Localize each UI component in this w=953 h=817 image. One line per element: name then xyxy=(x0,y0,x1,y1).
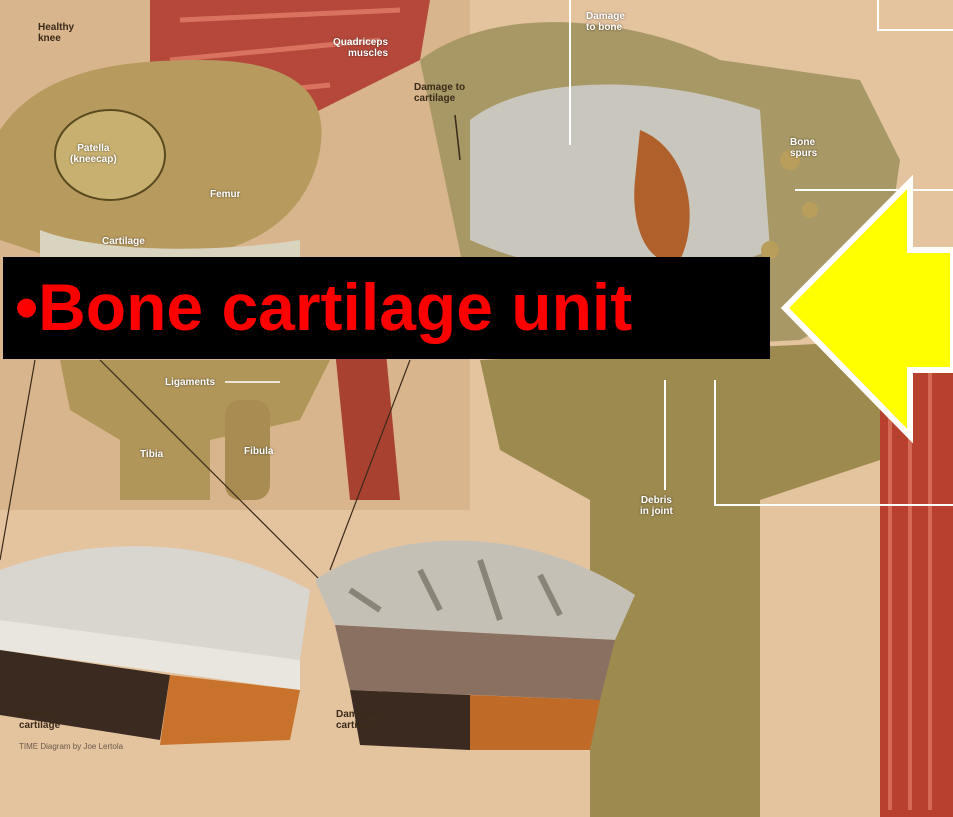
slide-title: •Bone cartilage unit xyxy=(15,271,632,343)
label-cartilage: Cartilage xyxy=(102,236,145,247)
label-fibula: Fibula xyxy=(244,446,273,457)
label-bone-spurs: Bone spurs xyxy=(790,137,817,159)
label-ligaments: Ligaments xyxy=(165,377,215,388)
label-damaged-cartilage: Damaged cartilage xyxy=(336,709,381,731)
label-healthy-cartilage: Healthy cartilage xyxy=(19,709,60,731)
label-debris-in-joint: Debris in joint xyxy=(640,495,673,517)
title-banner: •Bone cartilage unit xyxy=(3,257,770,359)
label-damage-to-bone: Damage to bone xyxy=(586,11,625,33)
label-damage-to-cartilage: Damage to cartilage xyxy=(414,82,465,104)
bone-spur xyxy=(802,202,818,218)
label-healthy-knee: Healthy knee xyxy=(38,22,74,44)
damaged-bone-orange xyxy=(470,695,600,750)
label-quadriceps: Quadriceps muscles xyxy=(333,37,388,59)
label-patella: Patella (kneecap) xyxy=(70,143,117,165)
worn-cartilage xyxy=(470,85,770,276)
label-femur: Femur xyxy=(210,189,241,200)
label-tibia: Tibia xyxy=(140,449,163,460)
image-credit: TIME Diagram by Joe Lertola xyxy=(19,741,123,752)
